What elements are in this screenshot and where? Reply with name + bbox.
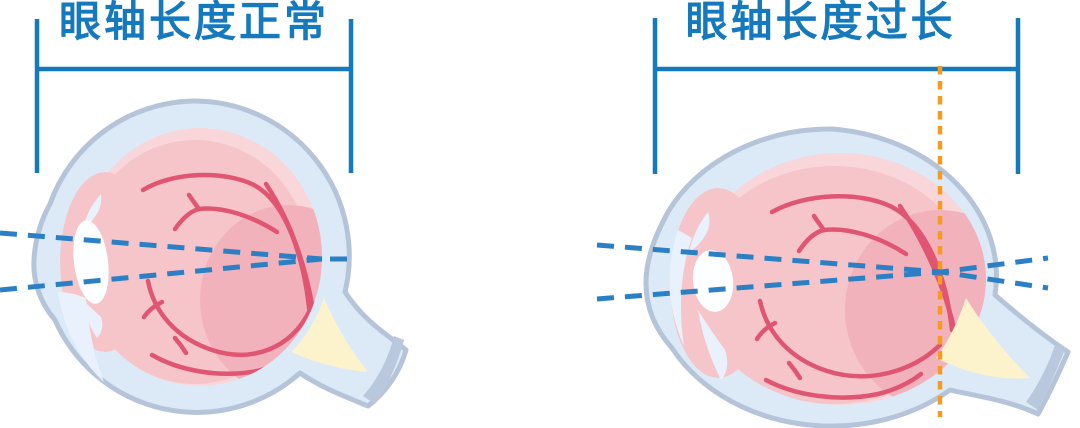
- right-eye-diagram: [643, 126, 1071, 428]
- left-eye-diagram: [31, 98, 409, 415]
- left-optic-nerve-shadow: [363, 336, 404, 404]
- left-eye-title: 眼轴长度正常: [58, 0, 329, 45]
- left-sclera-crescent: [58, 292, 104, 382]
- right-optic-nerve-funnel: [936, 298, 1030, 379]
- right-axial-length-bracket: [652, 18, 1021, 174]
- right-ray-lower: [596, 255, 1049, 302]
- left-light-rays: [0, 230, 352, 293]
- right-light-rays: [596, 242, 1049, 302]
- left-lens-highlight-lower: [83, 300, 103, 338]
- left-lens-highlight-upper: [83, 194, 102, 228]
- right-eye-title: 眼轴长度过长: [685, 0, 956, 45]
- left-vitreous-shadow: [200, 205, 322, 386]
- right-retinal-vessels: [754, 194, 958, 400]
- right-sclera-crescent: [669, 230, 692, 346]
- left-optic-nerve-funnel: [291, 298, 368, 372]
- right-lens-highlight-upper: [689, 212, 710, 252]
- right-lens: [692, 250, 734, 312]
- right-lens-highlight-lower: [698, 310, 728, 380]
- left-axial-length-bracket: [34, 19, 354, 173]
- left-vitreous: [60, 128, 322, 386]
- right-optic-nerve-shadow: [1026, 345, 1065, 410]
